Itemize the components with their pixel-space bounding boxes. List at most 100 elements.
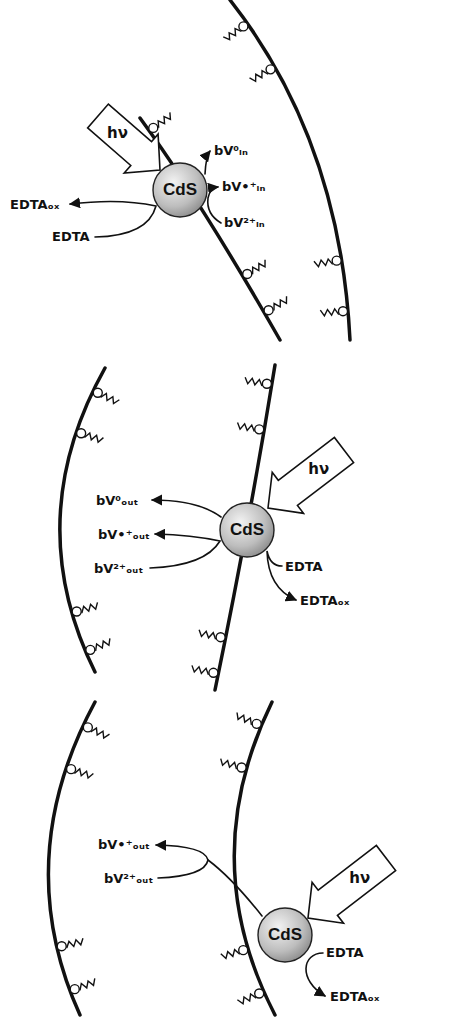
lipid-tail [192,665,208,674]
lipid-tail [314,259,333,267]
light-arrow-shape [88,104,160,173]
lipid-tail [158,112,170,127]
lipid-tail [82,602,98,613]
lipid-tail [320,309,338,316]
reaction-arrow [152,500,221,517]
lipid-symbol [199,630,225,642]
light-arrow: hν [300,848,395,924]
reaction-arrow [267,551,296,600]
species-label: bV⁰ᵢₙ [214,142,248,159]
lipid-head [72,607,81,616]
lipid-tail [221,950,240,959]
lipid-tail [250,71,269,82]
membrane-line [230,0,350,340]
reaction-arrow [156,845,208,878]
species-label: bV•⁺ₒᵤₜ [98,526,150,543]
reaction-arrow [205,151,210,174]
lipid-symbol [192,665,218,677]
membrane-line [234,702,275,1015]
lipid-tail [274,296,287,310]
particle-label: CdS [230,520,264,540]
lipid-head [262,379,271,388]
lipid-head [266,65,275,74]
lipid-symbol [237,712,261,728]
lipid-tail [253,260,265,274]
lipid-head [77,429,86,438]
lipid-symbol [93,388,119,403]
membrane-line [140,118,280,340]
lipid-symbol [314,256,341,267]
lipid-symbol [320,307,347,316]
light-label: hν [308,460,329,478]
lipid-symbol [221,946,248,959]
membrane-line [48,702,95,1015]
particle-label: CdS [163,180,197,200]
lipid-tail [238,423,255,432]
lipid-head [252,719,261,728]
lipid-symbol [70,978,95,993]
cds-particle: CdS [219,502,275,558]
lipid-head [264,306,273,315]
lipid-symbol [245,377,271,388]
species-label: bV²⁺ᵢₙ [224,214,265,231]
particle-label: CdS [268,925,302,945]
lipid-head [239,22,248,31]
lipid-tail [223,29,241,40]
arrow-outline [88,106,172,180]
lipid-symbol [250,65,276,81]
lipid-symbol [237,989,263,1004]
lipid-tail [221,759,237,770]
membrane-line [60,368,105,672]
lipid-head [93,388,102,397]
lipid-symbol [83,723,109,738]
lipid-tail [237,712,251,724]
species-label: EDTAₒₓ [300,592,349,609]
lipid-tail [245,377,262,386]
arrow-outline [300,848,395,924]
species-label: bV²⁺ₒᵤₜ [94,560,143,577]
lipid-head [149,123,158,132]
cds-particle: CdS [152,162,208,218]
lipid-symbol [264,296,286,314]
reaction-arrow [150,534,220,568]
lipid-symbol [243,260,265,279]
species-label: EDTA [285,558,323,575]
species-label: EDTA [326,944,364,961]
lipid-symbol [77,429,104,442]
reaction-arrow [306,953,325,996]
species-label: EDTA [52,228,90,245]
species-label: bV•⁺ᵢₙ [222,178,265,195]
species-label: bV•⁺ₒᵤₜ [98,836,150,853]
lipid-head [237,763,246,772]
cds-sphere [153,163,207,217]
cds-particle: CdS [257,907,313,963]
lipid-symbol [67,765,94,778]
lipid-tail [91,728,110,738]
species-label: EDTAₒₓ [10,196,59,213]
lipid-symbol [149,112,171,132]
lipid-tail [101,394,120,404]
lipid-tail [237,994,256,1004]
electron-path [208,860,262,916]
lipid-symbol [72,602,97,616]
lipid-tail [84,433,103,442]
lipid-head [338,307,347,316]
lipid-symbol [238,423,264,434]
lipid-tail [74,769,93,778]
cds-sphere [258,908,312,962]
lipid-tail [67,938,83,948]
light-label: hν [107,124,128,142]
membrane-line [215,365,275,690]
lipid-symbol [86,638,110,654]
reaction-arrow [208,187,221,223]
species-label: EDTAₒₓ [330,988,379,1005]
species-label: bV⁰ₒᵤₜ [96,492,138,509]
lipid-head [332,256,341,265]
light-arrow: hν [88,106,172,180]
lipid-symbol [221,759,246,772]
light-arrow-shape [268,437,354,513]
lipid-tail [199,630,215,639]
arrow-outline [262,440,352,516]
light-arrow: hν [262,440,352,516]
